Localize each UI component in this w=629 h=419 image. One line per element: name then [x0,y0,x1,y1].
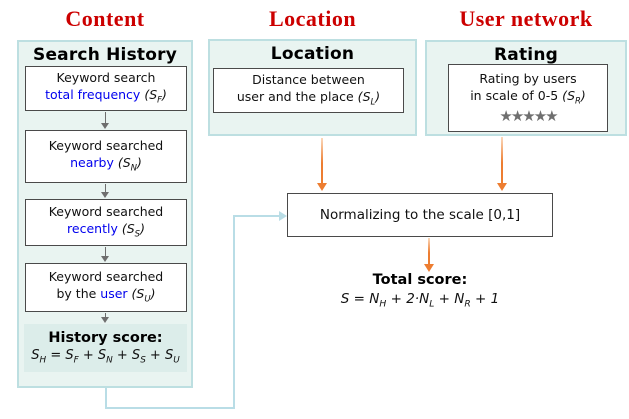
history-connector-segment [233,215,235,409]
history-score-label: History score: [48,330,163,347]
history-connector-arrowhead-icon [279,211,287,221]
flow-box-line: nearby (SN) [70,155,142,175]
down-arrow-icon [105,112,106,124]
column-header-user-network: User network [459,6,593,31]
five-stars-icon: ★★★★★ [499,107,558,126]
location-box: Distance between user and the place (SL) [213,68,404,113]
symbol-run: (SN) [113,154,142,174]
rating-panel-title: Rating [494,45,558,65]
down-arrowhead-icon [101,256,109,262]
flow-box-nearby: Keyword searched nearby (SN) [25,130,187,183]
keyword-highlight: nearby [70,154,114,170]
flow-box-line: recently (SS) [67,221,145,241]
down-arrowhead-icon [101,123,109,129]
flow-box-line: total frequency (SF) [45,87,167,107]
flow-box-user: Keyword searched by the user (SU) [25,263,187,312]
keyword-highlight: total frequency [45,86,141,102]
symbol-run: (SR) [558,87,586,107]
flow-box-line: user and the place (SL) [237,89,380,109]
down-arrow-icon [105,313,106,318]
keyword-highlight: recently [67,220,118,236]
flow-box-line: Keyword searched [48,138,164,154]
orange-down-arrowhead-icon [497,183,507,191]
flow-box-line: in scale of 0-5 (SR) [470,88,586,108]
flow-box-line: Distance between [252,72,365,88]
symbol-run: (SS) [117,220,145,240]
symbol-run: (SU) [127,285,156,305]
symbol-run: (SL) [353,88,381,108]
search-history-panel-title: Search History [33,45,177,65]
history-connector-segment [235,215,279,217]
text-run: user and the place [236,88,354,104]
flow-box-line: by the user (SU) [57,286,156,306]
orange-down-arrow-icon [428,238,430,265]
flow-box-line: Keyword searched [48,204,164,220]
flow-box-line: Keyword searched [48,269,164,285]
keyword-highlight: user [100,285,128,301]
down-arrow-icon [105,184,106,193]
history-connector-segment [105,407,235,409]
down-arrowhead-icon [101,192,109,198]
orange-down-arrowhead-icon [317,183,327,191]
text-run: by the [56,285,101,301]
history-score-formula: SH = SF + SN + SS + SU [31,348,180,366]
column-header-content: Content [65,6,145,31]
orange-down-arrow-icon [321,138,323,184]
normalize-box-label: Normalizing to the scale [0,1] [319,207,521,223]
history-score-box: History score: SH = SF + SN + SS + SU [24,324,187,372]
down-arrowhead-icon [101,317,109,323]
flow-box-line: Rating by users [479,71,577,87]
flow-box-line: Keyword search [56,70,156,86]
rating-box: Rating by users in scale of 0-5 (SR) ★★★… [448,64,608,132]
down-arrow-icon [105,247,106,257]
orange-down-arrowhead-icon [424,264,434,272]
column-header-location: Location [268,6,357,31]
text-run: in scale of 0-5 [470,87,559,103]
location-panel-title: Location [270,44,355,64]
normalize-box: Normalizing to the scale [0,1] [287,193,553,237]
total-score-label: Total score: [372,272,468,288]
symbol-run: (SF) [140,86,167,106]
orange-down-arrow-icon [501,137,503,184]
history-connector-segment [105,388,107,409]
total-score-formula: S = NH + 2·NL + NR + 1 [340,291,500,310]
flow-box-total-frequency: Keyword search total frequency (SF) [25,66,187,111]
flow-box-recently: Keyword searched recently (SS) [25,199,187,246]
